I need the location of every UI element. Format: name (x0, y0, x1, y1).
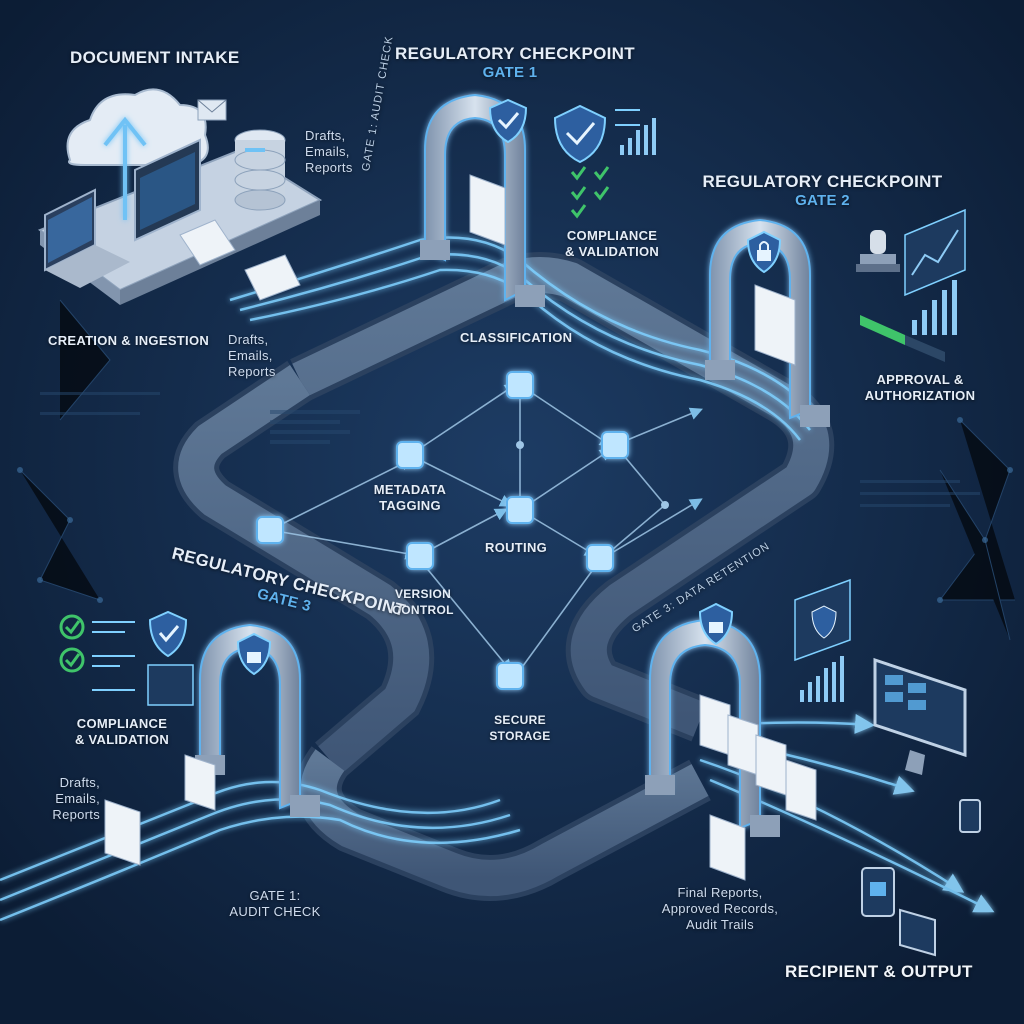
outputs-label: Final Reports, Approved Records, Audit T… (655, 885, 785, 933)
output-documents-icon (699, 694, 817, 881)
node-connections (269, 383, 703, 673)
inputs-top: Drafts, Emails, Reports (305, 128, 353, 176)
gate1-subtitle: GATE 1 (482, 64, 538, 81)
folder-icon (899, 908, 936, 957)
secure-storage-label: SECURE STORAGE (475, 712, 565, 744)
gate1-note-line1: COMPLIANCE (566, 228, 658, 243)
inputs-top-line3: Reports (305, 160, 353, 175)
gate1-compliance-panel (553, 104, 656, 219)
gate1-note-line2: & VALIDATION (565, 244, 660, 259)
node-classification (506, 371, 534, 399)
version-line1: VERSION (394, 587, 452, 601)
gate3-note-line2: & VALIDATION (74, 732, 170, 747)
email-icon (197, 99, 227, 121)
inputs-bottom: Drafts, Emails, Reports (38, 775, 100, 823)
node-hub-right (601, 431, 629, 459)
gate2-document-icon (754, 284, 796, 366)
inputs-mid-line3: Reports (228, 364, 276, 379)
laptop-icon (44, 188, 130, 288)
gate2-heading: REGULATORY CHECKPOINT GATE 2 (690, 172, 955, 209)
storage-line1: SECURE (494, 713, 546, 727)
node-entry (256, 516, 284, 544)
approval-progress-bar (860, 315, 945, 362)
gate1-note: COMPLIANCE & VALIDATION (565, 228, 659, 260)
gate3-lock-icon (236, 632, 272, 676)
background-data-panels (40, 392, 980, 507)
inputs-bottom-line3: Reports (52, 807, 100, 822)
bottom-gate-label: GATE 1: AUDIT CHECK (215, 888, 335, 920)
inputs-top-line2: Emails, (305, 144, 350, 159)
bottom-gate-line2: AUDIT CHECK (229, 904, 321, 919)
main-loop-road (173, 252, 835, 901)
gate2-note-line1: APPROVAL & (876, 372, 964, 387)
outputs-line1: Final Reports, (677, 885, 763, 900)
junction-dots (516, 441, 669, 509)
metadata-line2: TAGGING (379, 498, 441, 513)
gate1-title: REGULATORY CHECKPOINT (395, 44, 635, 63)
gate2-note-line2: AUTHORIZATION (864, 388, 976, 403)
metadata-line1: METADATA (373, 482, 447, 497)
inputs-mid-line2: Emails, (228, 348, 273, 363)
output-security-panel (794, 578, 851, 702)
background-network (19, 299, 1015, 641)
gate1-heading: REGULATORY CHECKPOINT GATE 1 (395, 44, 635, 81)
gate1-document-icon (469, 174, 506, 246)
version-line2: CONTROL (392, 603, 454, 617)
phone-icon (959, 799, 981, 833)
gate3-note: COMPLIANCE & VALIDATION (72, 716, 172, 748)
metadata-tagging-label: METADATA TAGGING (365, 482, 455, 514)
background-network-dots (17, 417, 1013, 603)
classification-label: CLASSIFICATION (460, 330, 573, 345)
node-secure-storage (496, 662, 524, 690)
bottom-gate-line1: GATE 1: (249, 888, 301, 903)
node-routing (506, 496, 534, 524)
cloud-upload-icon (66, 88, 209, 220)
document-intake-title: DOCUMENT INTAKE (70, 48, 240, 67)
node-hub-lower (586, 544, 614, 572)
outputs-line3: Audit Trails (686, 917, 754, 932)
shield-check-icon (488, 98, 528, 144)
output-lock-icon (698, 602, 734, 646)
inputs-mid: Drafts, Emails, Reports (228, 332, 276, 380)
desktop-monitor-icon (134, 138, 201, 242)
creation-ingestion-label: CREATION & INGESTION (48, 333, 210, 348)
gate3-note-line1: COMPLIANCE (76, 716, 168, 731)
outputs-line2: Approved Records, (661, 901, 779, 916)
gate3-document-icon (104, 754, 216, 866)
database-icon (234, 129, 286, 211)
node-version-control (406, 542, 434, 570)
lock-icon (746, 230, 782, 274)
gate3-compliance-panel (59, 610, 194, 706)
recipient-output-title: RECIPIENT & OUTPUT (785, 962, 973, 981)
inputs-bottom-line2: Emails, (55, 791, 100, 806)
gate2-note: APPROVAL & AUTHORIZATION (855, 372, 985, 404)
storage-line2: STORAGE (489, 729, 551, 743)
inputs-top-line1: Drafts, (305, 128, 346, 143)
output-gate-arch (645, 618, 780, 837)
document-icon (179, 219, 301, 301)
tablet-icon (861, 867, 895, 917)
inputs-mid-line1: Drafts, (228, 332, 269, 347)
routing-label: ROUTING (485, 540, 548, 555)
stamp-icon (856, 230, 900, 272)
version-control-label: VERSION CONTROL (378, 586, 468, 618)
node-metadata-tagging (396, 441, 424, 469)
chart-icon (904, 208, 966, 335)
gate2-subtitle: GATE 2 (795, 192, 850, 209)
gate2-title: REGULATORY CHECKPOINT (702, 172, 943, 191)
inputs-bottom-line1: Drafts, (59, 775, 100, 790)
monitor-icon (873, 657, 967, 775)
